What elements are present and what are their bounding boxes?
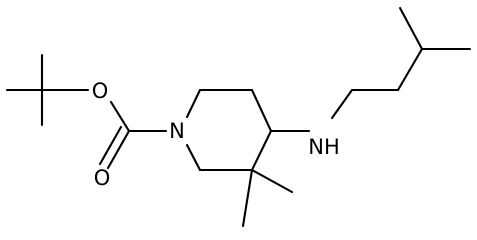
bond [250,168,294,194]
bond [250,88,273,133]
isopentylamino-chain [269,6,472,133]
bond [185,88,202,119]
gem-dimethyl-group [241,168,294,228]
bond [185,143,202,172]
double-bond [106,129,131,170]
bond [250,129,273,172]
bond [398,6,424,51]
ester-oxygen-label: O [92,79,109,103]
ring-nitrogen-label: N [169,119,185,143]
chemical-structure: O O N NH [5,6,472,228]
carbonyl-oxygen-label: O [94,166,111,190]
piperidine-ring [185,88,273,172]
amine-nh-label: NH [308,135,340,159]
double-bond [98,125,123,166]
bond [396,47,424,92]
bond [241,168,254,228]
bond [330,88,354,120]
carbamate-group [40,88,168,170]
bond [109,100,131,133]
